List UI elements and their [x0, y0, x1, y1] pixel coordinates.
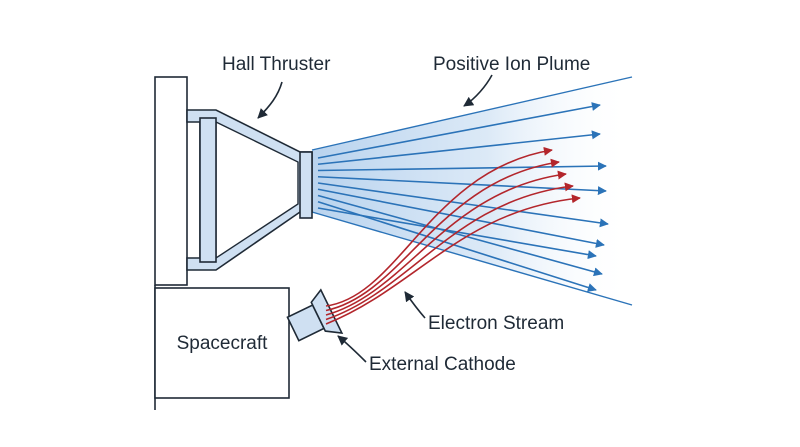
electron-arrows — [325, 146, 581, 325]
hall-thruster-pointer — [257, 81, 283, 119]
ion-arrow — [317, 130, 601, 166]
plume-bottom-boundary — [311, 211, 633, 306]
spacecraft-wall — [154, 76, 188, 286]
positive-ion-plume-label: Positive Ion Plume — [433, 54, 590, 75]
electron-stream-label: Electron Stream — [428, 313, 564, 334]
hall-thruster-label: Hall Thruster — [222, 54, 331, 75]
ion-arrow — [317, 102, 601, 159]
electron-arrow — [325, 170, 567, 316]
ion-arrows — [317, 102, 609, 292]
electron-arrow — [325, 146, 553, 307]
thruster-exit-ring — [299, 151, 313, 219]
external-cathode-pointer — [337, 335, 367, 363]
plume-top-boundary — [311, 76, 633, 151]
electron-arrow — [325, 194, 581, 325]
spacecraft-label: Spacecraft — [177, 333, 269, 354]
ion-arrow — [317, 194, 603, 277]
ion-plume-shading — [312, 77, 632, 305]
thruster-back-plate — [199, 117, 217, 263]
spacecraft-box — [154, 287, 290, 399]
positive-ion-plume-pointer — [463, 74, 493, 107]
external-cathode-label: External Cathode — [369, 354, 516, 375]
electron-stream-pointer — [404, 291, 426, 319]
electron-arrow — [325, 182, 574, 321]
electron-arrow — [325, 158, 560, 312]
external-cathode — [286, 288, 344, 342]
